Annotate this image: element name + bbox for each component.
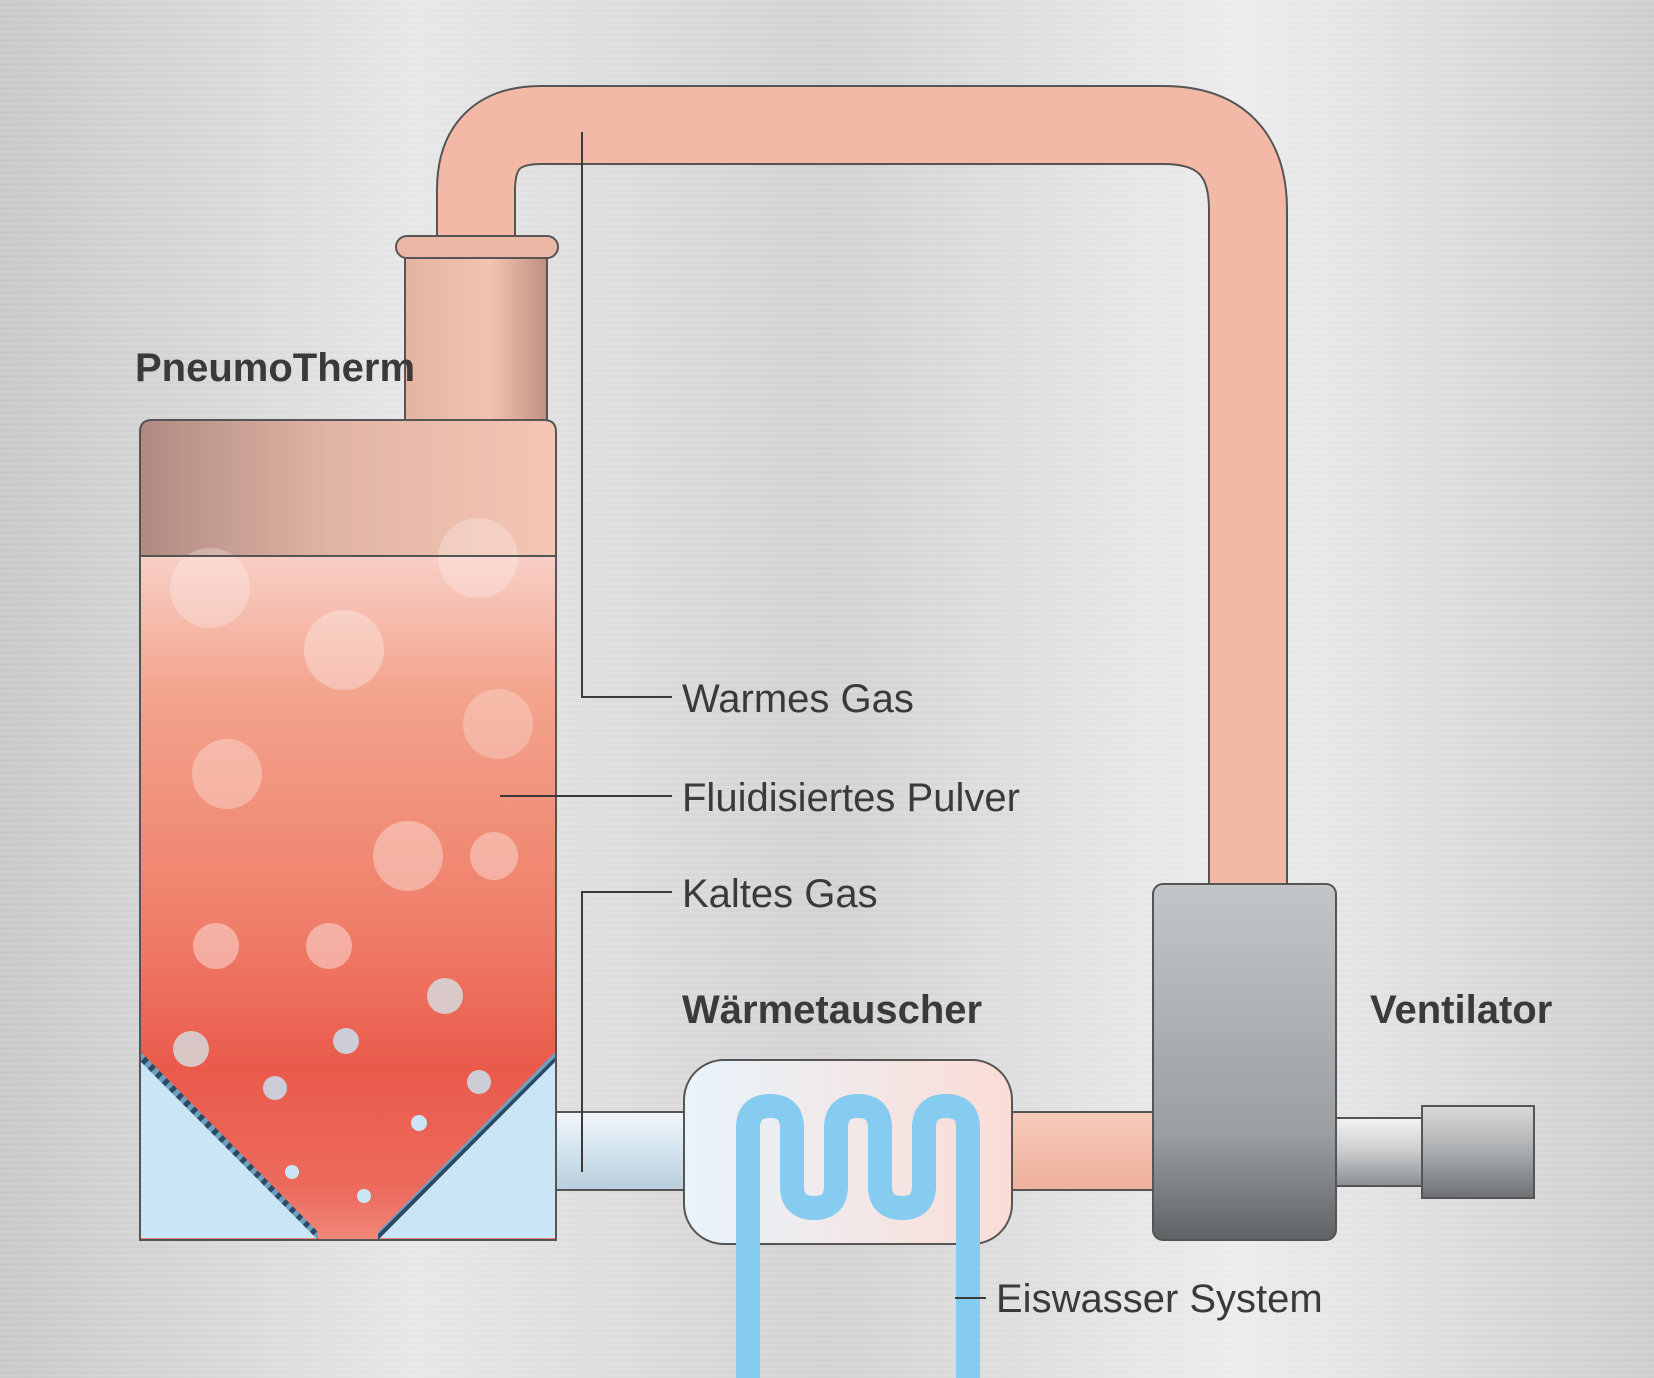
bubble bbox=[463, 689, 533, 759]
label-pneumotherm: PneumoTherm bbox=[135, 346, 415, 390]
bubble bbox=[467, 1070, 491, 1094]
bubble bbox=[263, 1076, 287, 1100]
leader-warm-gas bbox=[581, 132, 672, 698]
bubble bbox=[193, 923, 239, 969]
bubble bbox=[170, 548, 250, 628]
label-heat-exchanger: Wärmetauscher bbox=[682, 988, 982, 1032]
bubble bbox=[438, 518, 518, 598]
bubble bbox=[304, 610, 384, 690]
bubble bbox=[357, 1189, 371, 1203]
vessel-cap bbox=[139, 419, 557, 557]
label-ice-water: Eiswasser System bbox=[996, 1277, 1323, 1321]
bubbles bbox=[170, 518, 533, 1203]
fan-housing bbox=[1152, 883, 1337, 1241]
bubble bbox=[427, 978, 463, 1014]
neck-flange bbox=[395, 235, 559, 259]
bubble bbox=[306, 923, 352, 969]
vessel-outline bbox=[139, 555, 557, 1241]
label-cold-gas: Kaltes Gas bbox=[682, 872, 878, 916]
bubble bbox=[470, 832, 518, 880]
leader-cold-gas bbox=[581, 891, 672, 1172]
bubble bbox=[333, 1028, 359, 1054]
heat-exchanger-coil bbox=[736, 1094, 980, 1378]
distributor-right bbox=[378, 1052, 555, 1240]
label-fluidized-powder: Fluidisiertes Pulver bbox=[682, 776, 1020, 820]
bubble bbox=[411, 1115, 427, 1131]
warm-pipe bbox=[438, 87, 1286, 885]
vessel-neck bbox=[404, 245, 548, 427]
fan-motor bbox=[1421, 1105, 1535, 1199]
warm-return-pipe bbox=[1003, 1111, 1169, 1191]
leader-lines bbox=[500, 132, 986, 1299]
fan-shaft bbox=[1333, 1117, 1425, 1187]
bubble bbox=[373, 821, 443, 891]
label-fan: Ventilator bbox=[1370, 988, 1552, 1032]
bubble bbox=[192, 739, 262, 809]
distributor-left bbox=[141, 1052, 318, 1240]
bubble bbox=[285, 1165, 299, 1179]
bubble bbox=[173, 1031, 209, 1067]
label-warm-gas: Warmes Gas bbox=[682, 677, 914, 721]
